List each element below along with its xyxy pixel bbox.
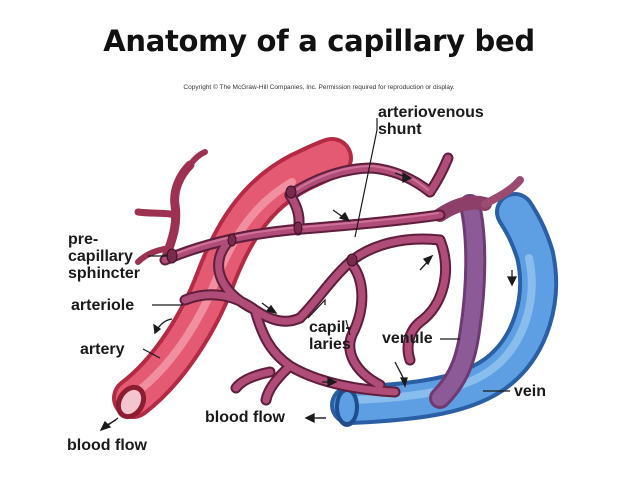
label-arteriovenous-shunt: arteriovenous shunt bbox=[378, 104, 484, 138]
label-blood-flow-left: blood flow bbox=[67, 437, 147, 454]
label-arteriole: arteriole bbox=[71, 297, 135, 314]
label-precap-line3: sphincter bbox=[68, 265, 141, 282]
label-av-shunt-line1: arteriovenous bbox=[378, 104, 484, 121]
slide-title: Anatomy of a capillary bed bbox=[103, 24, 535, 58]
capillary-network bbox=[159, 152, 454, 406]
label-av-shunt-line2: shunt bbox=[378, 121, 422, 138]
label-blood-flow-right: blood flow bbox=[205, 409, 285, 426]
precapillary-sphincters bbox=[166, 185, 358, 267]
label-precap-line2: capillary bbox=[68, 248, 133, 265]
label-capillaries: capil- laries bbox=[309, 319, 351, 353]
vein-vessel bbox=[330, 192, 558, 427]
label-vein: vein bbox=[514, 383, 547, 400]
label-precapillary-sphincter: pre- capillary sphincter bbox=[68, 231, 140, 282]
flow-arrows bbox=[99, 171, 518, 432]
copyright-notice: Copyright © The McGraw-Hill Companies, I… bbox=[183, 84, 455, 91]
label-capillaries-line2: laries bbox=[309, 336, 351, 353]
label-venule: venule bbox=[382, 330, 433, 347]
venule-vessel bbox=[429, 176, 524, 409]
label-capillaries-line1: capil- bbox=[309, 319, 351, 336]
label-precap-line1: pre- bbox=[68, 231, 99, 248]
arteriole-branches bbox=[134, 149, 208, 265]
label-artery: artery bbox=[80, 341, 125, 358]
